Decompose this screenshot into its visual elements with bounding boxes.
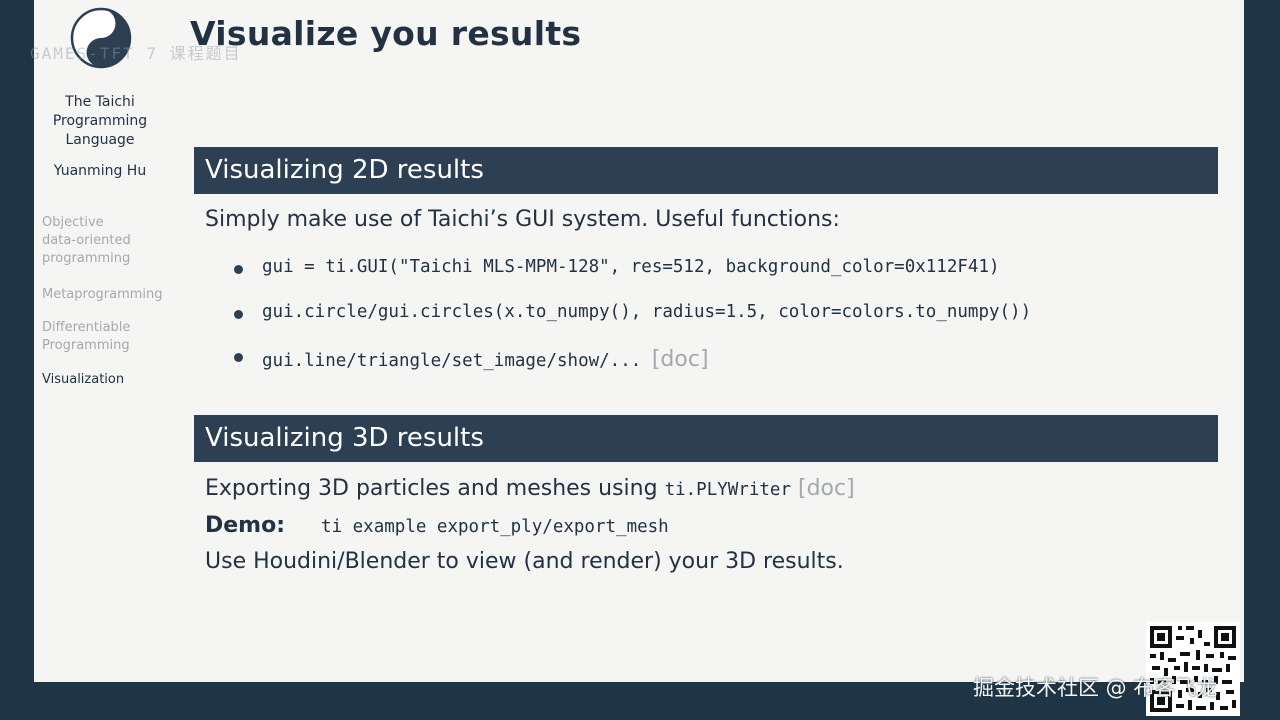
nav-item-metaprogramming[interactable]: Metaprogramming [42,287,163,302]
nav-item-differentiable-programming[interactable]: Differentiable Programming [42,320,131,353]
demo-label: Demo: [205,513,286,538]
code-gui-circles: gui.circle/gui.circles(x.to_numpy(), rad… [262,302,1032,322]
section-2d-intro: Simply make use of Taichi’s GUI system. … [205,207,840,232]
section-3d-export-line: Exporting 3D particles and meshes using … [205,476,855,501]
nav-item-visualization[interactable]: Visualization [42,372,125,387]
section-3d-houdini-line: Use Houdini/Blender to view (and render)… [205,549,844,574]
bullet-icon [234,310,243,319]
demo-command: ti example export_ply/export_mesh [321,517,669,537]
yin-yang-logo-icon [70,7,132,69]
doc-link-3d[interactable]: [doc] [798,476,855,501]
qr-code-icon [1146,622,1240,716]
bullet-icon [234,265,243,274]
top-watermark: GAMES-TFT 7 课程题目 [30,44,242,63]
slide-title: Visualize you results [190,14,582,53]
presentation-title: The Taichi Programming Language [52,94,148,148]
export-text: Exporting 3D particles and meshes using [205,476,665,501]
slide [34,0,1244,682]
nav-item-objective-data-oriented[interactable]: Objective data-oriented programming [42,215,131,266]
section-nav: Objective data-oriented programming Meta… [42,214,182,389]
bullet-icon [234,353,243,362]
code-gui-constructor: gui = ti.GUI("Taichi MLS-MPM-128", res=5… [262,257,1000,277]
section-3d-demo-line: Demo: ti example export_ply/export_mesh [205,513,669,538]
code-gui-other-functions: gui.line/triangle/set_image/show/... [262,351,642,371]
bottom-watermark: 掘金技术社区 @ 布客飞龙 [973,676,1218,700]
section-header-2d: Visualizing 2D results [194,147,1218,194]
section-header-3d: Visualizing 3D results [194,415,1218,462]
doc-link-2d[interactable]: [doc] [651,347,709,372]
presentation-author: Yuanming Hu [53,163,147,179]
plywriter-code: ti.PLYWriter [664,480,791,500]
code-gui-other-functions-line: gui.line/triangle/set_image/show/... [do… [262,347,709,372]
